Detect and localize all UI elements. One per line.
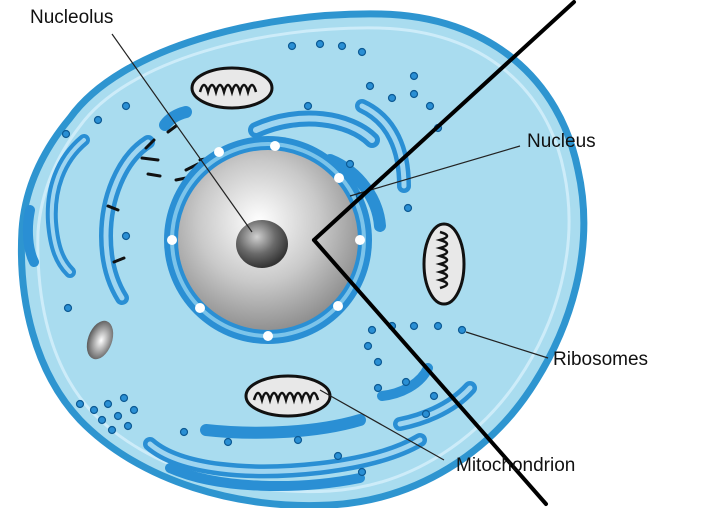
nucleolus-icon	[236, 220, 288, 268]
label-nucleolus: Nucleolus	[30, 8, 113, 27]
label-nucleus: Nucleus	[527, 132, 596, 151]
mitochondrion-icon	[424, 224, 464, 304]
label-ribosomes: Ribosomes	[553, 350, 648, 369]
mitochondrion-icon	[246, 376, 330, 416]
label-mitochondrion: Mitochondrion	[456, 456, 575, 475]
mitochondrion-icon	[192, 68, 272, 108]
